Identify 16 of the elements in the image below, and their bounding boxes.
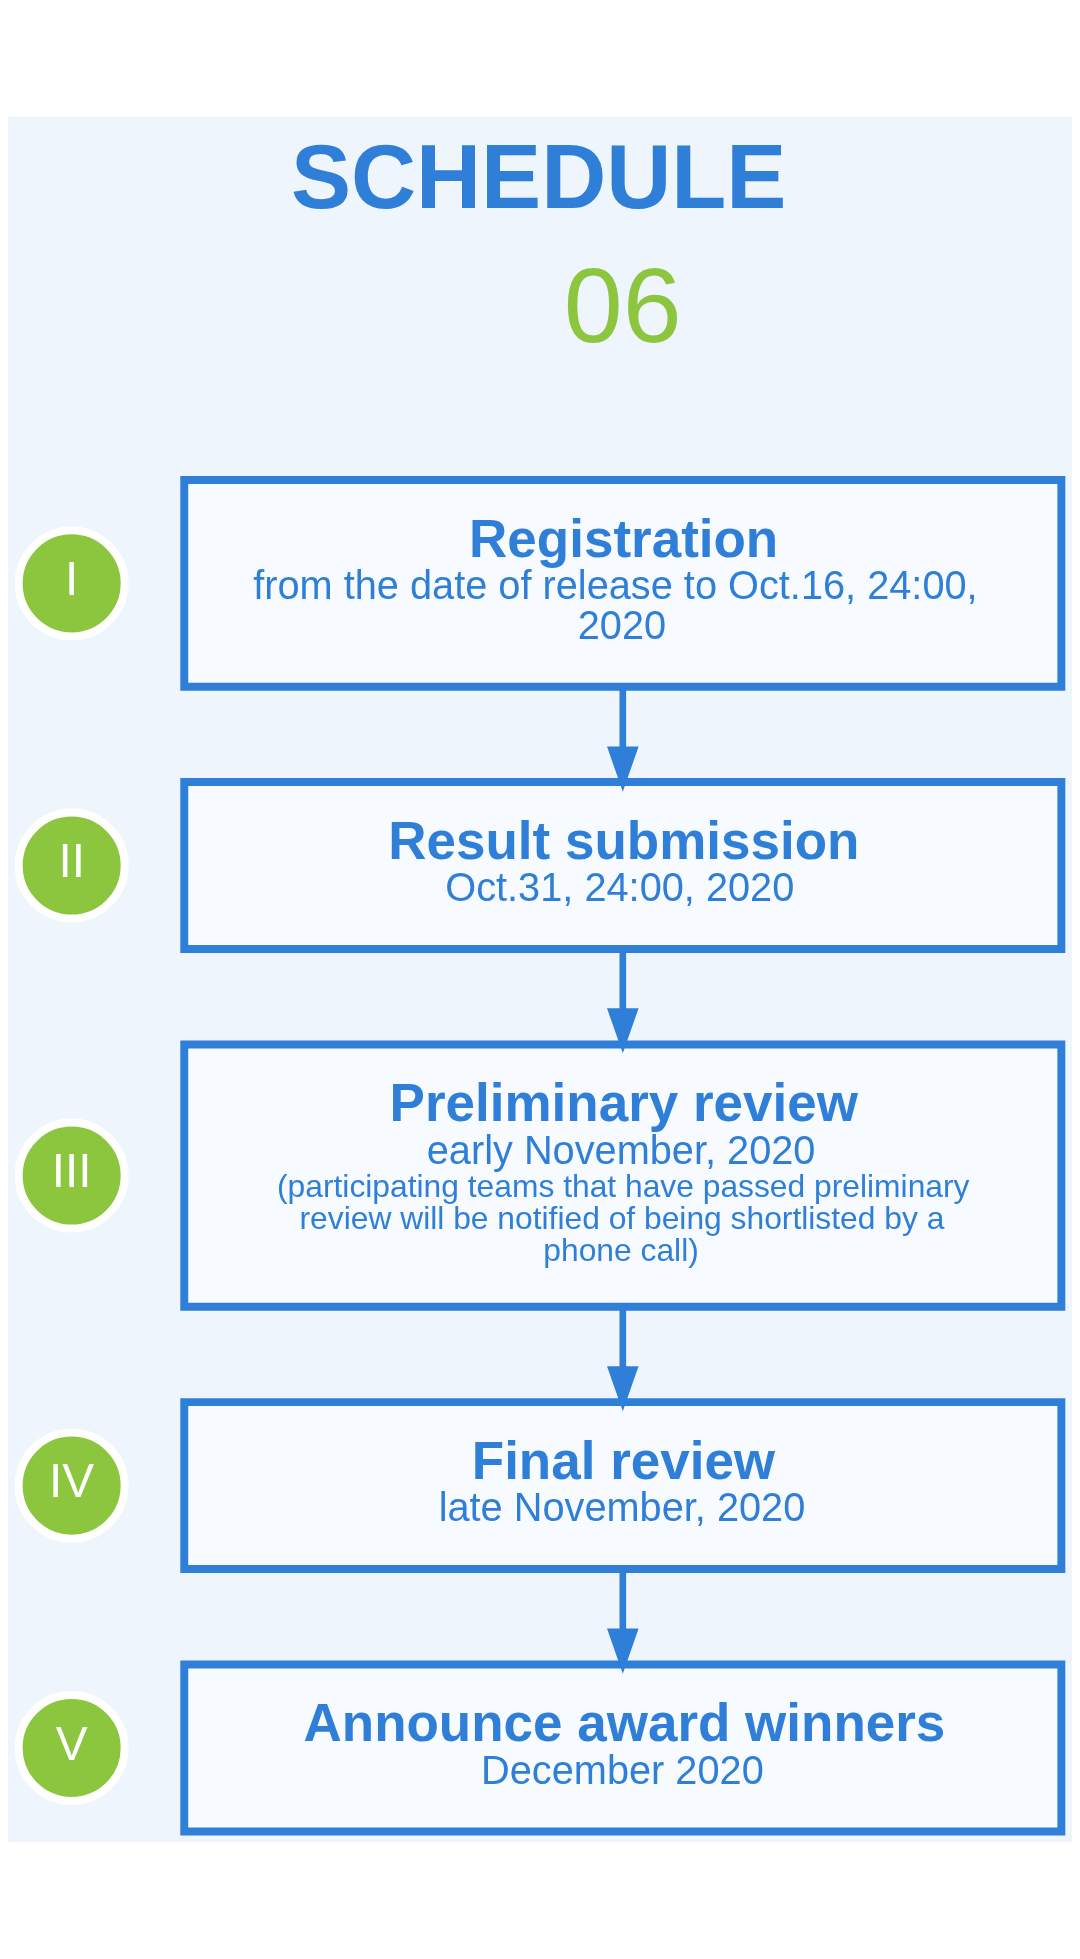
node-box: Registration from the date of release to Oct.16, 24:00, 2020: [180, 476, 1066, 691]
node-circle: III: [14, 1118, 129, 1233]
node-box: Result submission Oct.31, 24:00, 2020: [180, 778, 1066, 953]
arrow: [607, 1307, 639, 1412]
label: 06: [563, 246, 682, 365]
arrow: [607, 1569, 639, 1674]
diagram-title: SCHEDULE: [290, 125, 787, 227]
node-circle: IV: [14, 1428, 129, 1543]
node-box: Announce award winners December 2020: [180, 1660, 1066, 1836]
arrow: [607, 686, 639, 792]
node-box: Final review late November, 2020: [180, 1398, 1066, 1574]
node-box: Preliminary review early November, 2020 (participating teams that have passed preliminary review will be notified of being shortlisted by a phone call): [180, 1040, 1066, 1311]
node-circle: II: [14, 808, 129, 923]
node-circle: V: [14, 1690, 129, 1805]
node-circle: I: [14, 526, 129, 641]
arrow: [607, 949, 639, 1054]
